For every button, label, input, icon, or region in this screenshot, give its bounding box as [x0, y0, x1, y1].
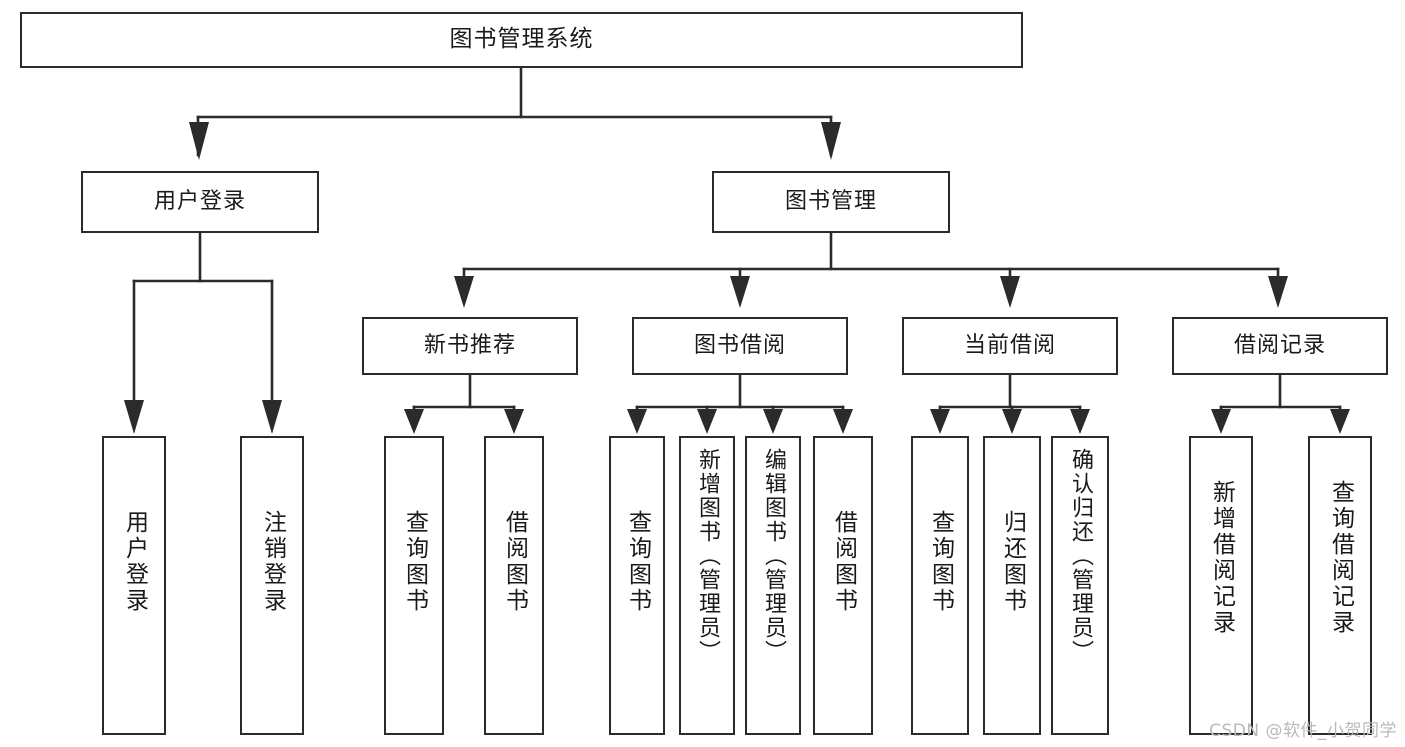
node-current-borrow[interactable]: 当前借阅 [902, 317, 1118, 375]
node-leaf-edit-book-label: 编辑图书（管理员） [761, 448, 786, 664]
node-new-book-recommend[interactable]: 新书推荐 [362, 317, 578, 375]
node-book-manage-label: 图书管理 [784, 189, 877, 215]
arrowhead-book-borrow [730, 276, 750, 308]
node-book-manage[interactable]: 图书管理 [712, 171, 950, 233]
node-leaf-query-book-2[interactable]: 查询图书 [609, 436, 665, 735]
node-leaf-query-book-1[interactable]: 查询图书 [384, 436, 444, 735]
node-user-login[interactable]: 用户登录 [81, 171, 319, 233]
node-leaf-add-record-label: 新增借阅记录 [1208, 480, 1235, 636]
arrowhead-leaf-borrow-book-2 [833, 409, 853, 434]
node-book-borrow-label: 图书借阅 [693, 333, 786, 359]
arrowhead-leaf-user-logout [262, 400, 282, 434]
node-leaf-user-logout-label: 注销登录 [259, 510, 286, 614]
arrowhead-leaf-borrow-book-1 [504, 409, 524, 434]
arrowhead-leaf-query-book-1 [404, 409, 424, 434]
arrowhead-leaf-user-login [124, 400, 144, 434]
arrowhead-current-borrow [1000, 276, 1020, 308]
node-root[interactable]: 图书管理系统 [20, 12, 1023, 68]
node-leaf-query-record[interactable]: 查询借阅记录 [1308, 436, 1372, 735]
node-new-book-recommend-label: 新书推荐 [423, 333, 516, 359]
node-leaf-add-record[interactable]: 新增借阅记录 [1189, 436, 1253, 735]
arrowhead-leaf-return-book [1002, 409, 1022, 434]
node-leaf-confirm-return-label: 确认归还（管理员） [1068, 448, 1093, 664]
arrowhead-new-book [454, 276, 474, 308]
arrowhead-leaf-query-record [1330, 409, 1350, 434]
node-leaf-edit-book[interactable]: 编辑图书（管理员） [745, 436, 801, 735]
arrowhead-leaf-query-book-2 [627, 409, 647, 434]
arrowhead-borrow-record [1268, 276, 1288, 308]
arrowhead-user-login [189, 122, 209, 160]
arrowhead-leaf-edit-book [763, 409, 783, 434]
arrowheads [124, 122, 1350, 434]
node-leaf-query-book-2-label: 查询图书 [624, 510, 651, 614]
node-root-label: 图书管理系统 [449, 26, 594, 53]
node-leaf-add-book-label: 新增图书（管理员） [695, 448, 720, 664]
arrowhead-leaf-add-book [697, 409, 717, 434]
node-borrow-record[interactable]: 借阅记录 [1172, 317, 1388, 375]
node-leaf-query-book-1-label: 查询图书 [401, 510, 428, 614]
arrowhead-leaf-query-book-3 [930, 409, 950, 434]
node-user-login-label: 用户登录 [153, 189, 246, 215]
node-leaf-query-book-3-label: 查询图书 [927, 510, 954, 614]
node-leaf-borrow-book-2-label: 借阅图书 [830, 510, 857, 614]
node-current-borrow-label: 当前借阅 [963, 333, 1056, 359]
node-leaf-confirm-return[interactable]: 确认归还（管理员） [1051, 436, 1109, 735]
node-leaf-query-record-label: 查询借阅记录 [1327, 480, 1354, 636]
node-leaf-user-login[interactable]: 用户登录 [102, 436, 166, 735]
node-leaf-query-book-3[interactable]: 查询图书 [911, 436, 969, 735]
csdn-watermark: CSDN @软件_小贺同学 [1209, 721, 1397, 741]
node-leaf-return-book[interactable]: 归还图书 [983, 436, 1041, 735]
node-leaf-add-book[interactable]: 新增图书（管理员） [679, 436, 735, 735]
node-book-borrow[interactable]: 图书借阅 [632, 317, 848, 375]
node-leaf-user-logout[interactable]: 注销登录 [240, 436, 304, 735]
node-leaf-return-book-label: 归还图书 [999, 510, 1026, 614]
arrowhead-leaf-add-record [1211, 409, 1231, 434]
node-leaf-borrow-book-1-label: 借阅图书 [501, 510, 528, 614]
node-borrow-record-label: 借阅记录 [1233, 333, 1326, 359]
arrowhead-book-manage [821, 122, 841, 160]
arrowhead-leaf-confirm-return [1070, 409, 1090, 434]
node-leaf-user-login-label: 用户登录 [121, 510, 148, 614]
node-leaf-borrow-book-2[interactable]: 借阅图书 [813, 436, 873, 735]
node-leaf-borrow-book-1[interactable]: 借阅图书 [484, 436, 544, 735]
